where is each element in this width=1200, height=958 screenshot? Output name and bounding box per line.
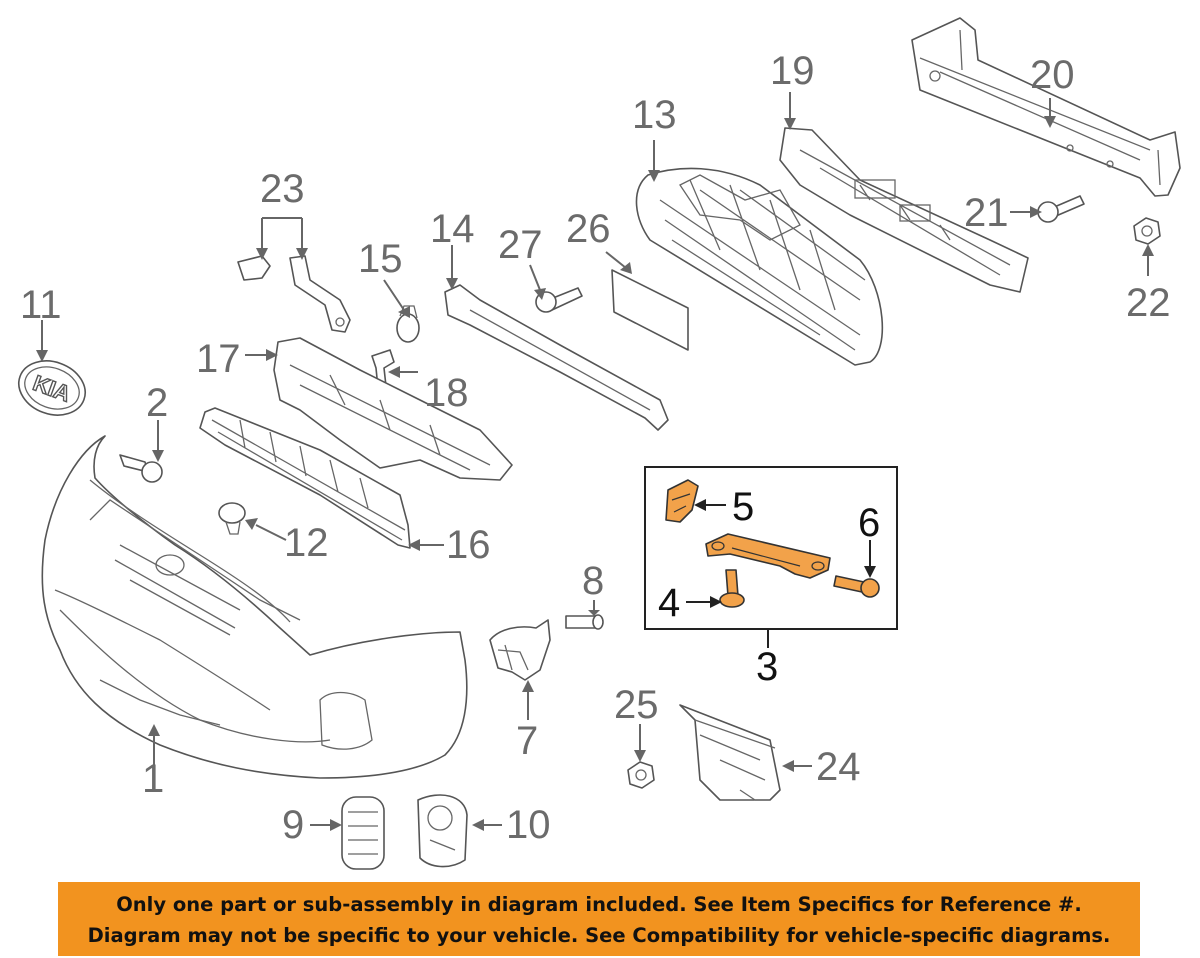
callout-11: 11: [20, 283, 62, 327]
callout-21: 21: [964, 191, 1009, 235]
part-12-clip: [218, 502, 246, 535]
part-25-nut: [627, 761, 655, 789]
part-1-bumper-cover: [41, 435, 468, 779]
callout-22: 22: [1126, 281, 1171, 325]
leader-lines: [36, 92, 1154, 831]
callout-3: 3: [756, 645, 778, 689]
callout-2: 2: [146, 381, 168, 425]
callout-26: 26: [566, 207, 611, 251]
part-16-lower-grille: [199, 407, 411, 549]
callout-18: 18: [424, 371, 469, 415]
callout-4: 4: [658, 581, 680, 625]
part-26-plate: [611, 269, 689, 351]
part-19-energy-absorber: [779, 127, 1029, 293]
part-4-bolt-highlight: [725, 569, 739, 597]
disclaimer-banner: Only one part or sub-assembly in diagram…: [58, 882, 1140, 956]
callout-19: 19: [770, 49, 815, 93]
bracket-highlight: [705, 533, 831, 579]
callout-10: 10: [506, 803, 551, 847]
callout-25: 25: [614, 683, 659, 727]
callout-17: 17: [196, 337, 241, 381]
part-8-pin: [565, 614, 604, 630]
callout-24: 24: [816, 745, 861, 789]
disclaimer-line-2: Diagram may not be specific to your vehi…: [87, 924, 1111, 947]
part-13-grille: [635, 167, 884, 366]
leader-lines-assembly: [686, 499, 876, 648]
part-9-vent: [341, 796, 385, 870]
part-22-nut: [1133, 217, 1161, 245]
callout-12: 12: [284, 521, 329, 565]
callout-1: 1: [142, 757, 164, 801]
callout-6: 6: [858, 501, 880, 545]
callout-20: 20: [1030, 53, 1075, 97]
part-11-kia-emblem: KIA: [18, 360, 86, 416]
part-7-bracket: [489, 619, 551, 681]
callout-8: 8: [582, 559, 604, 603]
callout-numbers: 1 2 3 4 5 6 7 8 9 10 11 12 13 14 15 16 1…: [20, 49, 1171, 847]
part-20-reinforcement-beam: [911, 17, 1181, 197]
part-2-bolt: [119, 454, 163, 483]
callout-9: 9: [282, 803, 304, 847]
part-23-brackets: [237, 255, 351, 333]
part-21-bolt: [1037, 195, 1085, 223]
callout-5: 5: [732, 485, 754, 529]
callout-27: 27: [498, 223, 543, 267]
callout-23: 23: [260, 167, 305, 211]
part-14-molding: [444, 284, 669, 431]
callout-14: 14: [430, 207, 475, 251]
part-24-module: [679, 704, 781, 801]
callout-13: 13: [632, 93, 677, 137]
callout-16: 16: [446, 523, 491, 567]
disclaimer-line-1: Only one part or sub-assembly in diagram…: [116, 893, 1082, 916]
part-10-fog-cover: [417, 794, 468, 868]
part-17-reinforcement: [273, 337, 513, 481]
assembly-3-box: [644, 466, 898, 630]
callout-15: 15: [358, 237, 403, 281]
callout-7: 7: [516, 719, 538, 763]
